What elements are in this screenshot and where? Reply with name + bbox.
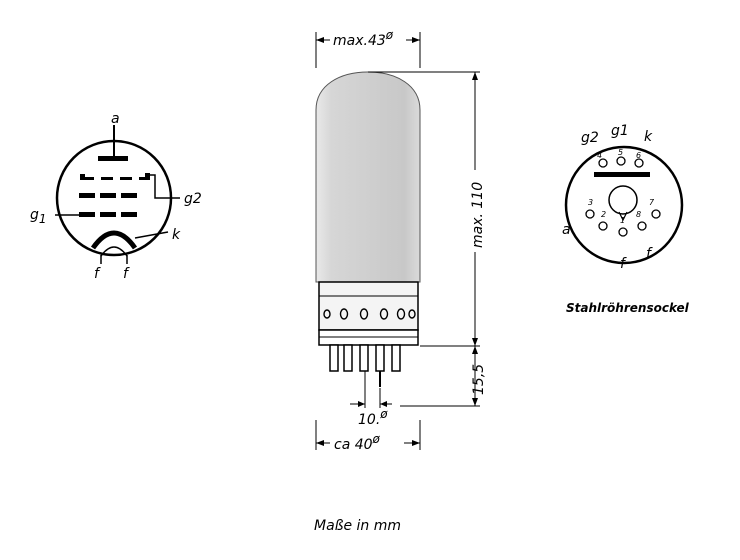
dim-base-height: 15,5 [400,346,487,407]
grid2-label: g2 [184,191,202,207]
tube-outline: max.43ø max. 110 15,5 [315,28,487,453]
dim-max-length: max. 110 [368,71,486,347]
tube-bulb [315,71,421,283]
max-diameter-label: max.43 [333,33,386,49]
pin-number-5: 5 [618,148,623,157]
grid-row-middle [79,193,137,198]
socket-outline [564,145,684,265]
pin-number-1: 1 [620,216,625,225]
dim-base-diameter: ca 40ø [315,420,421,453]
heater-label-right: f [123,266,130,282]
dim-pin-circle: 10.ø [350,371,392,428]
anode-plate [98,156,128,161]
pin-number-2: 2 [601,210,606,219]
dim-max-diameter: max.43ø [315,28,421,68]
socket-cathode-label: k [644,129,653,145]
svg-text:10.ø: 10.ø [358,407,388,428]
max-length-label: max. 110 [470,182,486,248]
socket-grid1-label: g1 [611,123,629,139]
units-note: Maße in mm [314,518,401,534]
svg-text:ca 40ø: ca 40ø [334,432,381,453]
grid2-electrode [80,173,180,199]
svg-text:max.43ø: max.43ø [333,28,394,49]
pin-number-6: 6 [636,151,641,160]
base-vent-holes [323,308,416,320]
pin-number-4: 4 [597,151,602,160]
socket-caption: Stahlröhrensockel [566,301,690,315]
socket-diagram: 1 2 3 4 5 6 7 8 g2 g1 k a f f Stahlröhre… [562,123,690,315]
pin-circle-label: 10. [358,412,380,428]
socket-grid2-label: g2 [581,130,599,146]
heater-label-left: f [94,266,101,282]
socket-pin-holes [585,156,661,237]
base-pins [329,344,401,372]
socket-key-bar [594,172,650,177]
grid1-electrode [55,212,137,217]
pin-number-7: 7 [649,198,655,207]
socket-anode-label: a [562,222,571,238]
cathode-label: k [172,227,181,243]
socket-pin-numbers: 1 2 3 4 5 6 7 8 [588,148,655,225]
base-diameter-label: ca 40 [334,437,373,453]
pin-number-3: 3 [588,198,593,207]
tube-base-shell [318,281,419,331]
cathode-lead [134,231,169,239]
socket-heater-left-label: f [620,256,627,272]
socket-key-notch [618,211,628,222]
pin-number-8: 8 [636,210,641,219]
base-height-label: 15,5 [471,364,487,395]
tube-symbol: a g2 g1 k f f [30,111,202,282]
grid1-label: g1 [30,207,47,226]
heater-arc [100,246,128,257]
cathode-arc [90,230,138,250]
socket-heater-right-label: f [646,246,653,262]
socket-center-hole [608,185,638,215]
anode-label: a [111,111,120,127]
